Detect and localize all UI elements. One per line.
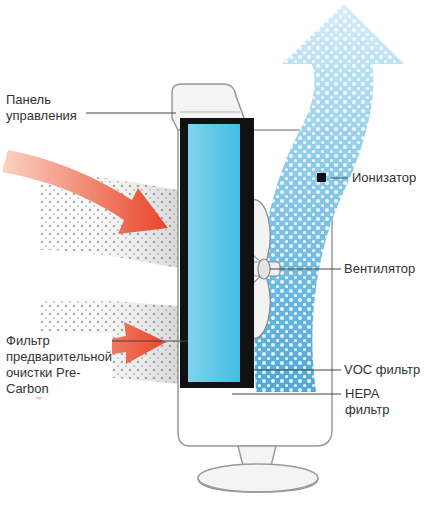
part-label: Панель управления xyxy=(6,92,96,124)
part-label: VOC фильтр xyxy=(344,362,426,378)
part-label: Вентилятор xyxy=(344,261,426,277)
part-label: Ионизатор xyxy=(352,170,426,186)
leader-lines xyxy=(86,113,348,394)
part-label: Фильтр предварительной очистки Pre-Carbo… xyxy=(6,333,112,397)
ionizer-symbol xyxy=(317,173,326,182)
part-label: HEPA фильтр xyxy=(345,386,405,418)
